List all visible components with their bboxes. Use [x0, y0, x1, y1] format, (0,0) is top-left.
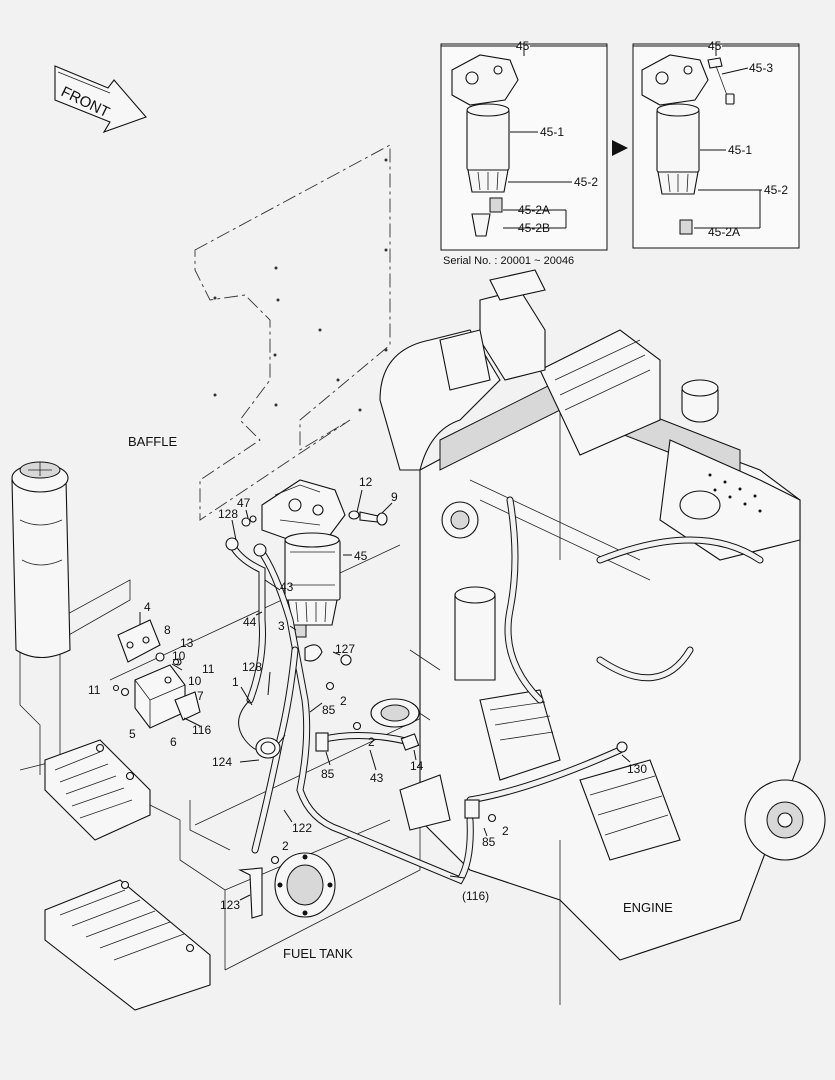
callout-3: 3 — [278, 619, 285, 633]
relay-bracket — [117, 619, 201, 729]
inset-filter-early — [440, 43, 608, 251]
baffle-label: BAFFLE — [128, 434, 177, 449]
callout-85-b: 85 — [321, 767, 335, 781]
callout-130: 130 — [627, 762, 647, 776]
callout-2-d: 2 — [282, 839, 289, 853]
callout-2-a: 2 — [340, 694, 347, 708]
step-upper — [44, 739, 151, 841]
callout-122: 122 — [292, 821, 312, 835]
fuel-filter-assembly — [261, 479, 346, 638]
callout-45: 45 — [354, 549, 368, 563]
callout-13: 13 — [180, 636, 194, 650]
callout-9: 9 — [391, 490, 398, 504]
valve-cover-dots — [708, 473, 762, 513]
inset-arrow-icon — [612, 140, 628, 156]
inset-right-labels: 45 45-3 45-1 45-2 45-2A — [633, 39, 799, 239]
callout-leaders — [139, 489, 631, 901]
callout-2-c: 2 — [502, 824, 509, 838]
callout-43-upper: 43 — [280, 580, 294, 594]
callout-7: 7 — [197, 689, 204, 703]
callout-45-2a-inset-right: 45-2A — [708, 225, 740, 239]
callout-11-lower: 11 — [88, 683, 101, 697]
callout-45-1-inset-right: 45-1 — [728, 143, 752, 157]
callout-124: 124 — [212, 755, 232, 769]
callout-14: 14 — [410, 759, 424, 773]
callout-10-lower: 10 — [188, 674, 202, 688]
fuel-tank-label: FUEL TANK — [283, 946, 353, 961]
callout-116: 116 — [192, 723, 211, 737]
front-arrow-icon: FRONT — [54, 65, 147, 134]
callout-45-2-inset-left: 45-2 — [574, 175, 598, 189]
hardware-bolts — [112, 510, 497, 865]
fuel-tank-flange — [274, 852, 336, 918]
callout-116-ref: (116) — [462, 889, 489, 903]
callout-128-lower: 128 — [242, 660, 262, 674]
callout-85-a: 85 — [322, 703, 336, 717]
callout-45-3-inset-right: 45-3 — [749, 61, 773, 75]
callout-8: 8 — [164, 623, 171, 637]
step-lower — [44, 879, 211, 1011]
callout-43-lower: 43 — [370, 771, 384, 785]
callout-4: 4 — [144, 600, 151, 614]
callout-5: 5 — [129, 727, 136, 741]
callout-12: 12 — [359, 475, 373, 489]
callout-10-upper: 10 — [172, 649, 186, 663]
callout-11-upper: 11 — [202, 662, 215, 676]
fuel-hoses — [225, 537, 628, 919]
callout-2-b: 2 — [368, 735, 375, 749]
engine-assembly — [379, 269, 826, 1005]
callout-45-1-inset-left: 45-1 — [540, 125, 564, 139]
callout-45-2-inset-right: 45-2 — [764, 183, 788, 197]
filler-cap — [11, 461, 71, 659]
callout-45-2a-inset-left: 45-2A — [518, 203, 550, 217]
callout-1: 1 — [232, 675, 239, 689]
baffle-plate — [194, 144, 391, 521]
callout-123: 123 — [220, 898, 240, 912]
callout-45-2b-inset-left: 45-2B — [518, 221, 550, 235]
callout-44: 44 — [243, 615, 257, 629]
callout-45-inset-left: 45 — [516, 39, 530, 53]
callout-127: 127 — [335, 642, 355, 656]
inset-left-labels: 45 45-1 45-2 45-2A 45-2B Serial No. : 20… — [441, 39, 607, 267]
inset-filter-late — [632, 43, 800, 249]
callout-45-inset-right: 45 — [708, 39, 722, 53]
callout-47: 47 — [237, 496, 251, 510]
callout-6: 6 — [170, 735, 177, 749]
callout-128-upper: 128 — [218, 507, 238, 521]
callout-numbers: 45 12 9 47 128 43 44 3 127 4 8 13 10 11 … — [88, 475, 647, 912]
serial-number: Serial No. : 20001 ~ 20046 — [443, 255, 574, 267]
callout-85-c: 85 — [482, 835, 496, 849]
engine-label: ENGINE — [623, 900, 673, 915]
